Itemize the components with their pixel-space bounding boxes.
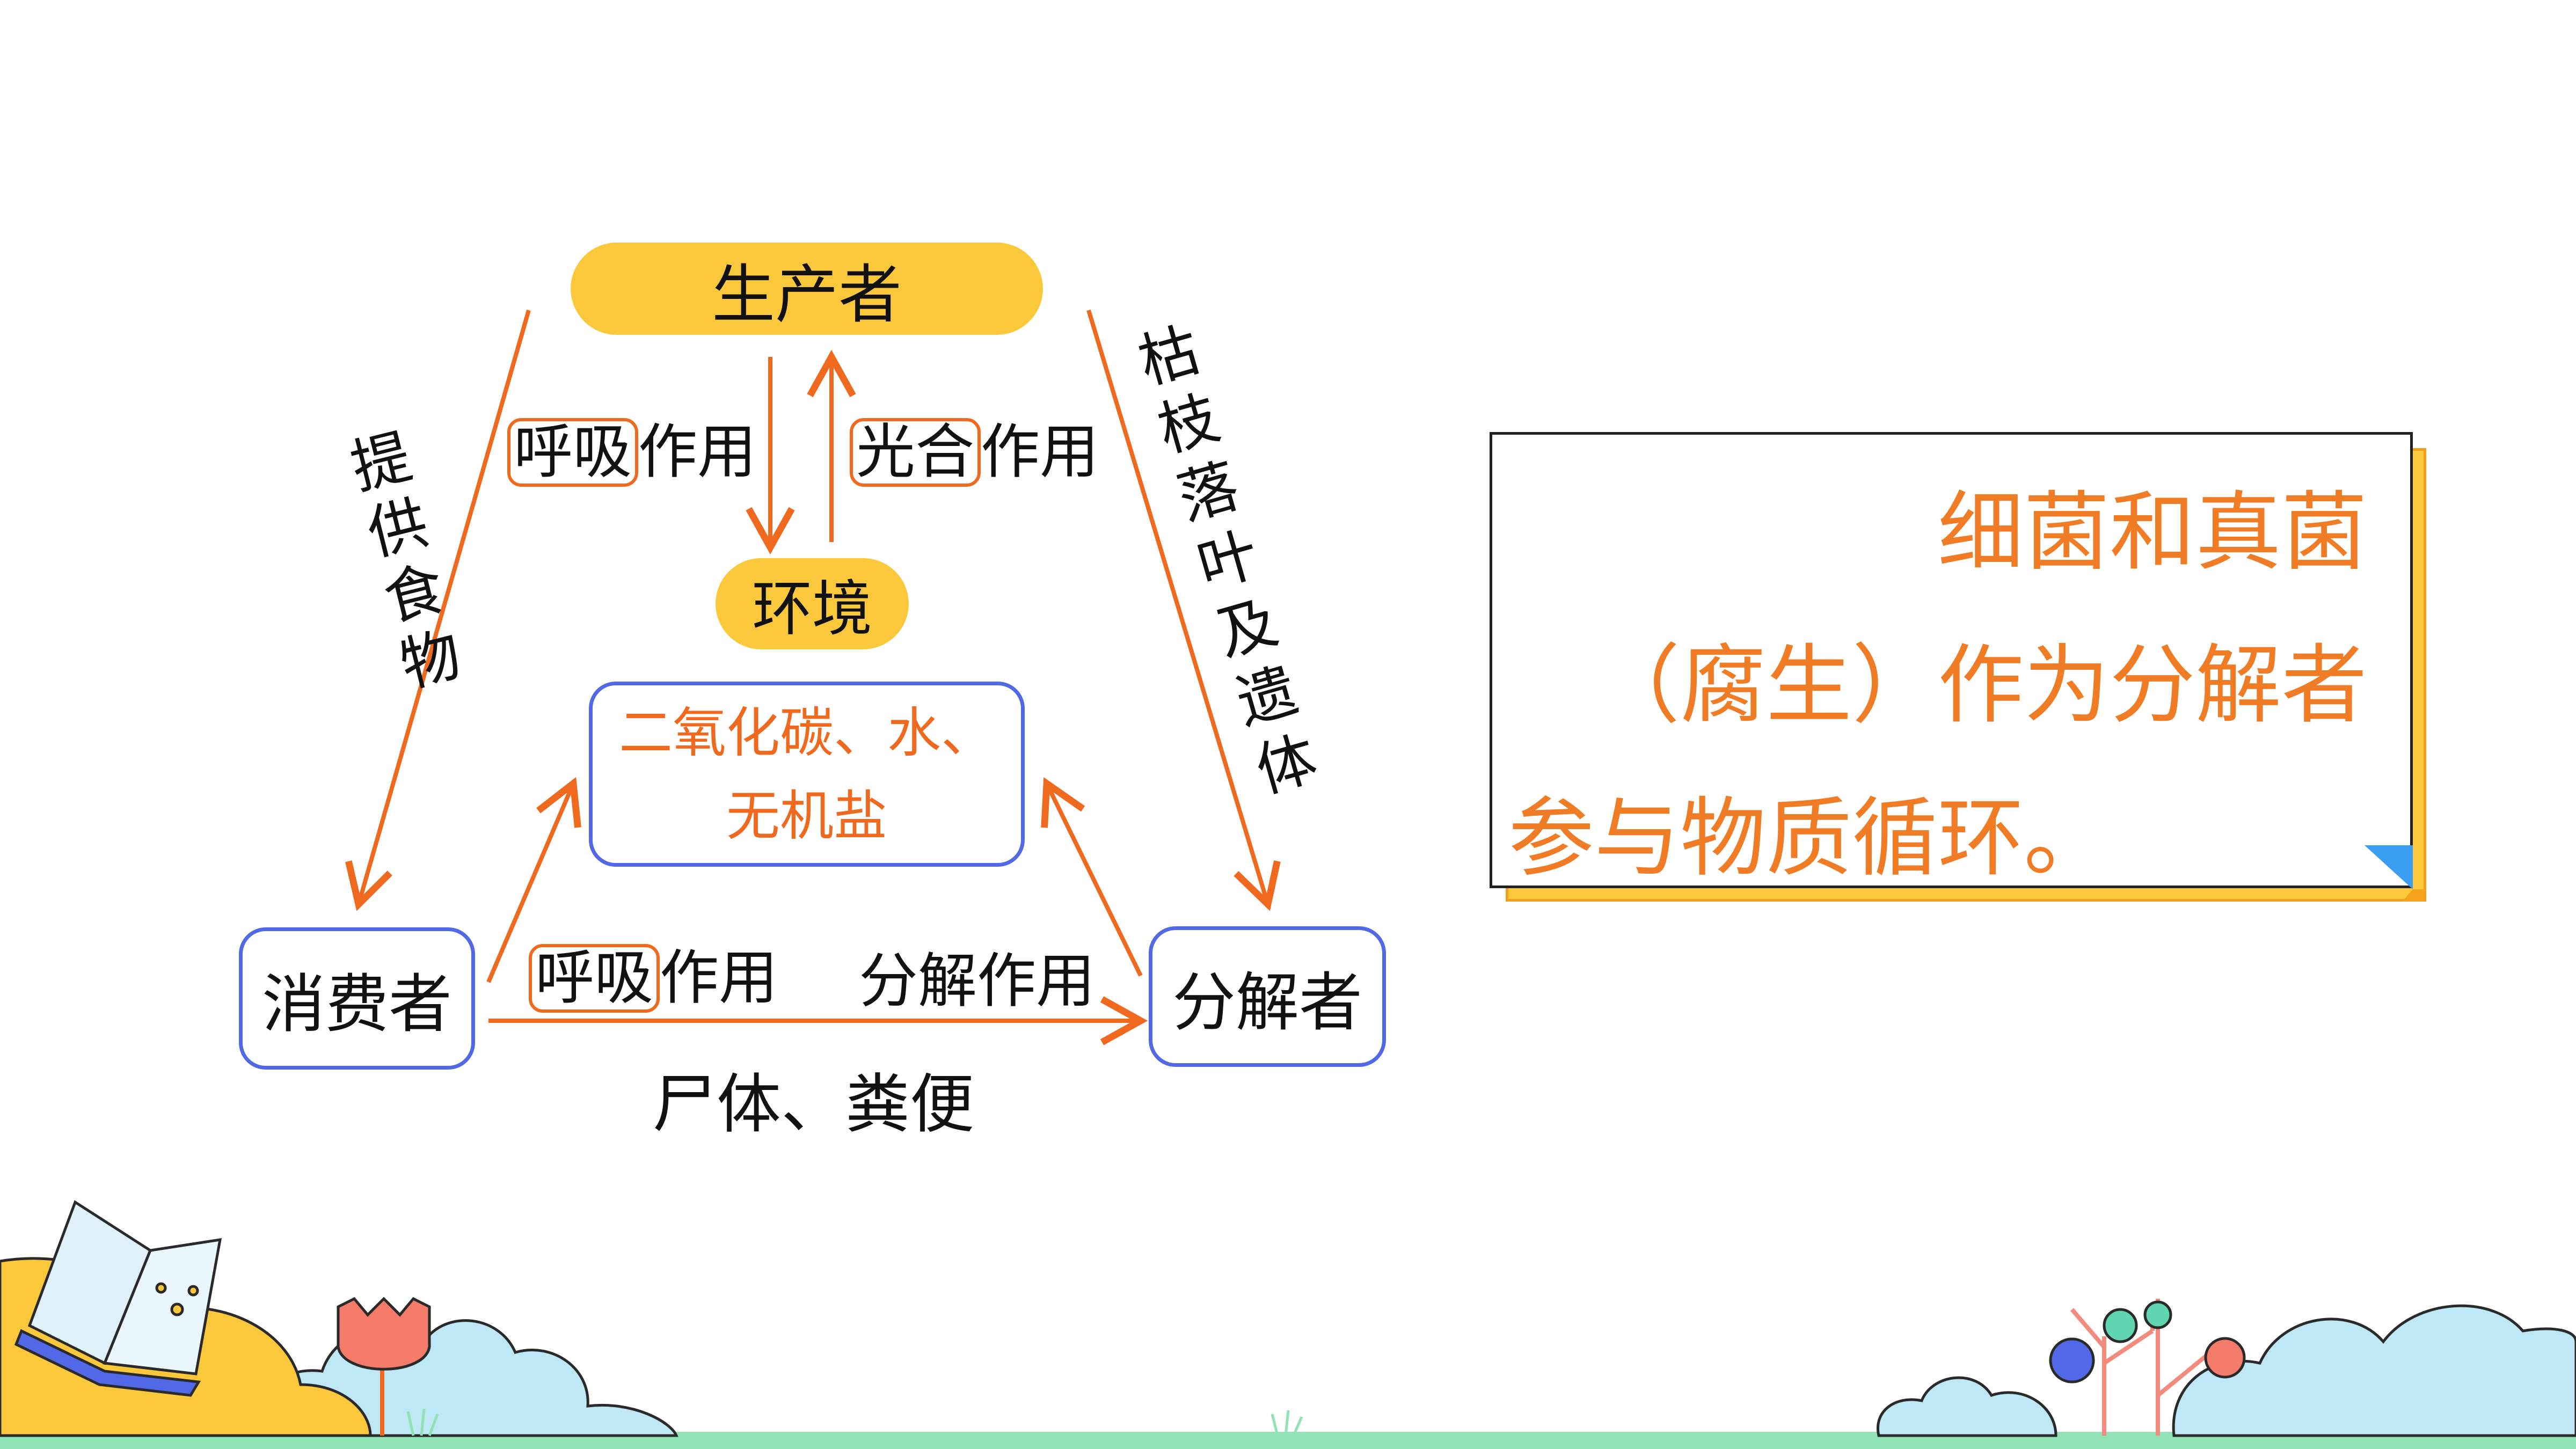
- substances-line2: 无机盐: [726, 784, 887, 847]
- photosynthesis-boxed: 光合: [850, 418, 981, 487]
- note-card-corner: [2365, 845, 2424, 902]
- photosynthesis-action: 作用: [981, 418, 1099, 486]
- environment-node: 环境: [716, 558, 909, 649]
- note-text: 细菌和真菌 （腐生）作为分解者 参与物质循环。: [1508, 456, 2367, 914]
- producer-node: 生产者: [571, 243, 1043, 335]
- decomposition-label: 分解作用: [859, 933, 1095, 1019]
- respiration-action: 作用: [638, 418, 756, 486]
- bottom-decoration: [0, 1200, 2576, 1449]
- substances-node: 二氧化碳、水、 无机盐: [589, 682, 1025, 867]
- respiration-label-bottom: 呼吸作用: [529, 930, 778, 1015]
- ball-green: [2103, 1308, 2138, 1343]
- corpse-label: 尸体、粪便: [652, 1052, 974, 1145]
- respiration-boxed: 呼吸: [507, 418, 638, 487]
- environment-label: 环境: [752, 574, 872, 644]
- consumer-respiration-action: 作用: [660, 943, 778, 1012]
- consumer-label: 消费者: [261, 967, 452, 1041]
- consumer-respiration-boxed: 呼吸: [529, 944, 660, 1013]
- arrow-decomposer-to-substances: [1041, 777, 1143, 977]
- decomposer-node: 分解者: [1149, 926, 1386, 1067]
- book-icon: [14, 1200, 222, 1397]
- consumer-node: 消费者: [239, 927, 475, 1070]
- note-line2: （腐生）作为分解者: [1594, 634, 2367, 735]
- producer-label: 生产者: [711, 257, 902, 332]
- note-card: [1490, 432, 2413, 888]
- flower-icon: [337, 1297, 431, 1436]
- decomposition-text: 分解作用: [859, 947, 1095, 1015]
- note-line1: 细菌和真菌: [1937, 482, 2367, 582]
- arrow-producer-to-consumer: [345, 309, 531, 911]
- respiration-label-top: 呼吸作用: [507, 404, 756, 489]
- decomposer-label: 分解者: [1172, 965, 1362, 1040]
- photosynthesis-label: 光合作用: [850, 404, 1099, 489]
- arrow-producer-to-decomposer: [1086, 309, 1281, 911]
- note-line3: 参与物质循环。: [1508, 787, 2110, 888]
- substances-line1: 二氧化碳、水、: [619, 701, 995, 764]
- corpse-text: 尸体、粪便: [652, 1067, 974, 1142]
- ball-red: [2204, 1337, 2246, 1379]
- ball-blue: [2049, 1337, 2095, 1384]
- arrow-consumer-to-substances: [486, 777, 581, 983]
- ball-green-small: [2143, 1300, 2172, 1329]
